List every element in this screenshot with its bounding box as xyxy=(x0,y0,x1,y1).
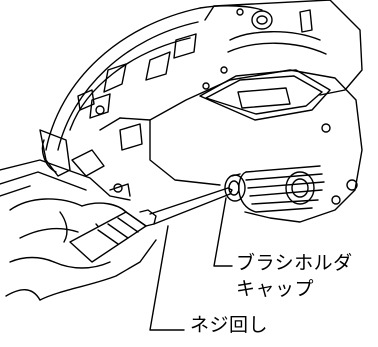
screwdriver-label: ネジ回し xyxy=(190,314,269,336)
screwdriver xyxy=(69,187,233,263)
saw-body xyxy=(99,69,363,223)
base-plate xyxy=(0,89,143,201)
leader-brush-holder-cap xyxy=(213,197,233,267)
leader-screwdriver xyxy=(149,225,185,331)
brush-holder-cap-label-line1: ブラシホルダ xyxy=(236,252,353,274)
leader-lines xyxy=(149,197,233,331)
motor-housing xyxy=(202,0,363,96)
blade-guard xyxy=(45,5,263,151)
vent-ribs xyxy=(238,165,358,213)
brush-holder-cap-label-line2: キャップ xyxy=(236,278,315,300)
